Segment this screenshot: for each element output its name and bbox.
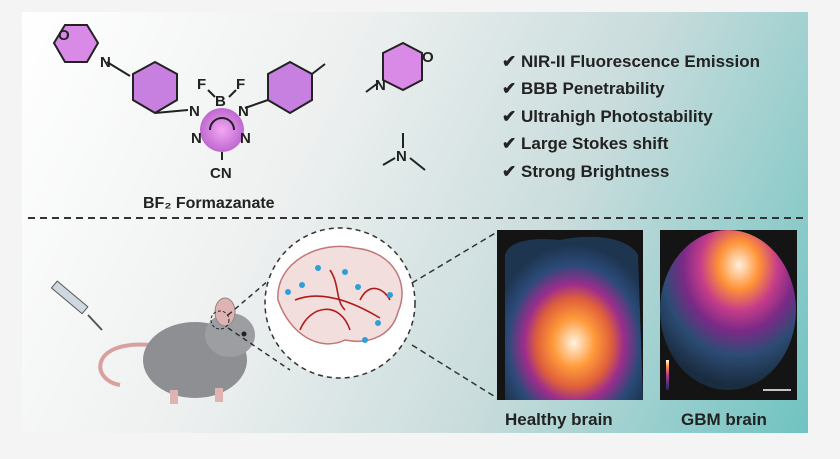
brain-illustration <box>264 227 416 379</box>
atom-cn: CN <box>210 165 232 182</box>
syringe-icon <box>50 280 103 331</box>
healthy-brain-image <box>497 230 643 400</box>
check-icon: ✔ <box>502 107 516 126</box>
atom-n: N <box>240 130 251 147</box>
morpholine-ring <box>52 24 100 63</box>
atom-f: F <box>197 76 206 93</box>
atom-f: F <box>236 76 245 93</box>
atom-n: N <box>191 130 202 147</box>
atom-n: N <box>375 77 386 94</box>
atom-b: B <box>215 93 226 110</box>
atom-n: N <box>189 103 200 120</box>
atom-n: N <box>396 148 407 165</box>
check-icon: ✔ <box>502 52 516 71</box>
svg-text:✔ Strong Brightness: ✔ Strong Brightness <box>502 162 669 181</box>
feature-item: Ultrahigh Photostability <box>521 107 713 126</box>
healthy-brain-label: Healthy brain <box>505 410 613 429</box>
molecule-name: BF₂ Formazanate <box>143 195 275 212</box>
phenyl-ring-left <box>132 60 178 115</box>
feature-list: ✔ NIR-II Fluorescence Emission ✔ BBB Pen… <box>502 52 760 181</box>
check-icon: ✔ <box>502 79 516 98</box>
phenyl-ring-right <box>267 60 313 115</box>
svg-text:✔ Large Stokes shift: ✔ Large Stokes shift <box>502 134 669 153</box>
gbm-brain-label: GBM brain <box>681 410 767 429</box>
gbm-brain-image <box>660 230 797 400</box>
svg-text:✔ NIR-II Fluorescence Emission: ✔ NIR-II Fluorescence Emission <box>502 52 760 71</box>
svg-text:✔ BBB Penetrability: ✔ BBB Penetrability <box>502 79 665 98</box>
feature-item: BBB Penetrability <box>521 79 665 98</box>
mouse-icon <box>98 297 255 404</box>
check-icon: ✔ <box>502 162 516 181</box>
atom-labels: O N F F B N N N N CN O N N BF₂ Formazana… <box>58 27 434 212</box>
atom-n: N <box>100 54 111 71</box>
bf2-formazanate-structure <box>52 24 426 171</box>
svg-text:✔ Ultrahigh Photostability: ✔ Ultrahigh Photostability <box>502 107 713 126</box>
morpholine-substituent <box>382 41 423 92</box>
feature-item: NIR-II Fluorescence Emission <box>521 52 760 71</box>
check-icon: ✔ <box>502 134 516 153</box>
feature-item: Strong Brightness <box>521 162 669 181</box>
atom-o: O <box>58 27 70 44</box>
feature-item: Large Stokes shift <box>521 134 669 153</box>
atom-n: N <box>238 103 249 120</box>
atom-o: O <box>422 49 434 66</box>
colorbar <box>666 360 669 390</box>
formazanate-core <box>200 108 244 152</box>
